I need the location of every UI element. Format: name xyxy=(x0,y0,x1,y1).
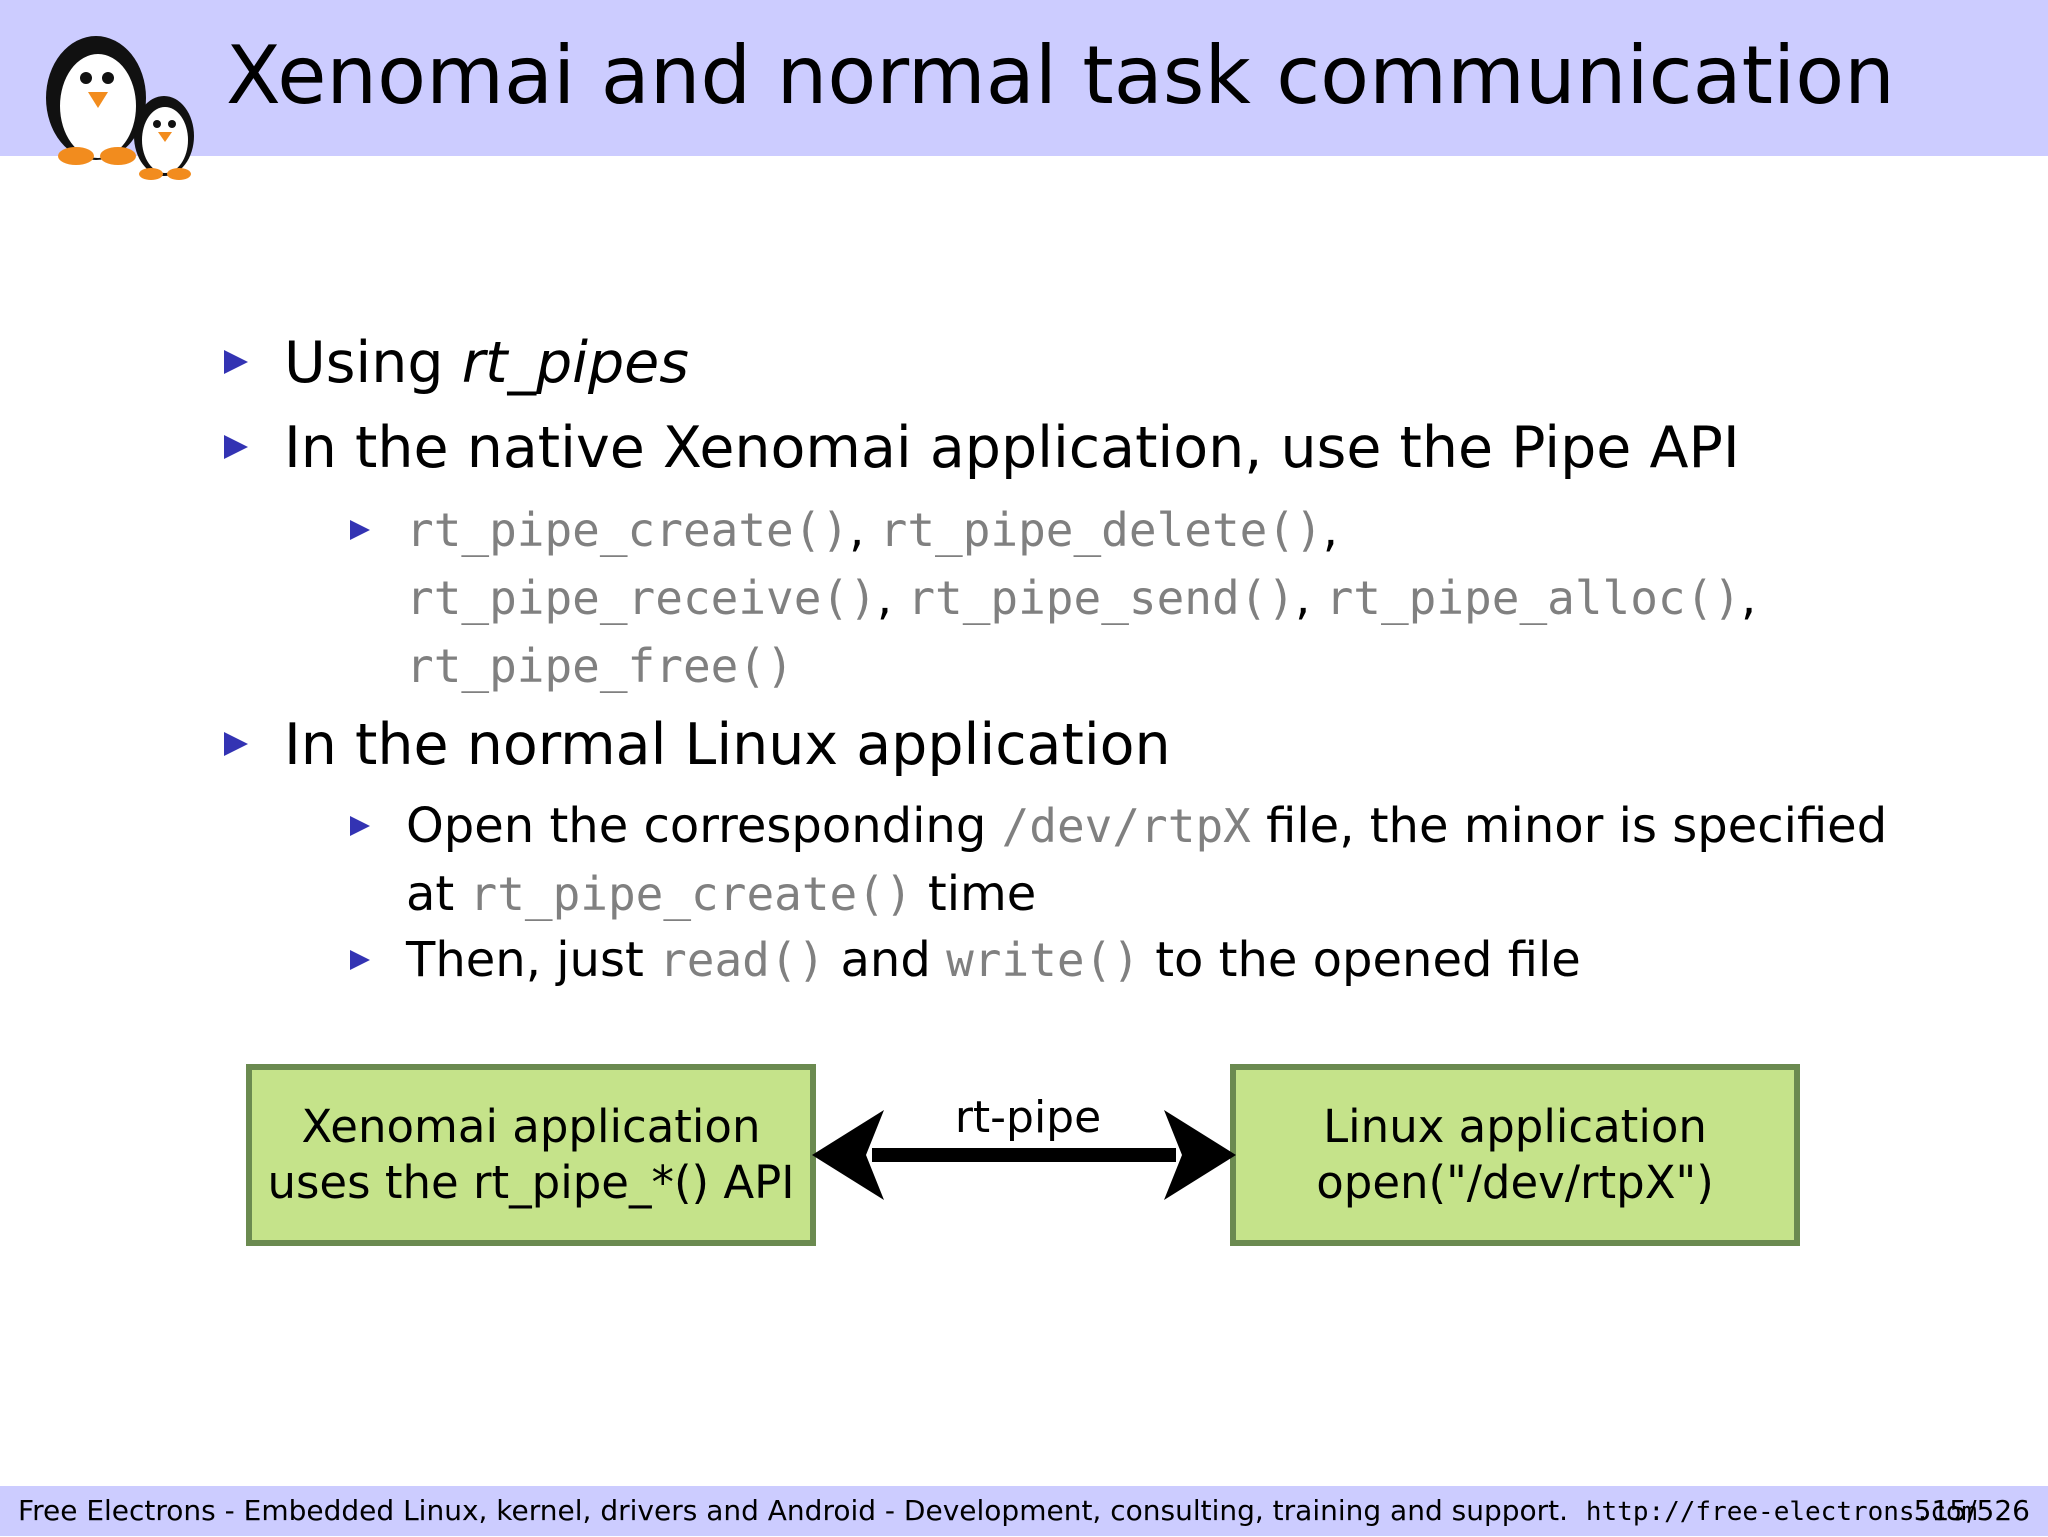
bullet-native-xenomai: In the native Xenomai application, use t… xyxy=(284,415,1740,481)
footer-text: Free Electrons - Embedded Linux, kernel,… xyxy=(18,1486,1977,1537)
bullet-using-rt-pipes: Using rt_pipes xyxy=(284,328,689,398)
pipe-api-line-2: rt_pipe_receive(), rt_pipe_send(), rt_pi… xyxy=(406,564,1756,632)
box-label: open("/dev/rtpX") xyxy=(1316,1156,1714,1209)
code-text: /dev/rtpX xyxy=(1001,799,1251,853)
bullet-normal-linux: In the normal Linux application xyxy=(284,712,1171,778)
rt-pipe-label: rt-pipe xyxy=(954,1092,1102,1143)
bullet-text: Using xyxy=(284,330,462,396)
separator: , xyxy=(1741,570,1757,626)
footer-url[interactable]: http://free-electrons.com xyxy=(1585,1497,1978,1527)
page-number: 515/526 xyxy=(1913,1494,2030,1527)
code-text: rt_pipe_receive() xyxy=(406,571,877,625)
footer-company-text: Free Electrons - Embedded Linux, kernel,… xyxy=(18,1494,1569,1527)
slide-footer: Free Electrons - Embedded Linux, kernel,… xyxy=(0,1486,2048,1536)
code-text: read() xyxy=(659,933,826,987)
separator: , xyxy=(876,570,908,626)
code-text: rt_pipe_alloc() xyxy=(1325,571,1741,625)
separator: , xyxy=(1295,570,1326,626)
pipe-api-line-3: rt_pipe_free() xyxy=(406,632,794,700)
bullet-arrow-icon xyxy=(224,350,248,374)
code-text: rt_pipe_send() xyxy=(907,571,1296,625)
code-text: write() xyxy=(946,933,1140,987)
sub-bullet-arrow-icon xyxy=(350,520,370,540)
bullet-text: Open the corresponding xyxy=(406,798,1002,854)
double-arrow-icon xyxy=(812,1110,1236,1200)
emphasis-text: rt_pipes xyxy=(461,330,689,396)
bullet-text: at xyxy=(406,866,470,922)
open-file-line-1: Open the corresponding /dev/rtpX file, t… xyxy=(406,792,1887,860)
box-label: uses the rt_pipe_*() API xyxy=(267,1156,795,1209)
separator: , xyxy=(1322,502,1338,558)
bullet-text: file, the minor is specified xyxy=(1250,798,1888,854)
bullet-text: Then, just xyxy=(406,932,660,988)
open-file-line-2: at rt_pipe_create() time xyxy=(406,860,1036,928)
box-label: Linux application xyxy=(1323,1100,1707,1153)
code-text: rt_pipe_create() xyxy=(469,867,913,921)
bullet-text: to the opened file xyxy=(1139,932,1581,988)
penguin-logo-icon xyxy=(46,36,194,180)
read-write-line: Then, just read() and write() to the ope… xyxy=(406,926,1581,994)
bullet-text: time xyxy=(912,866,1037,922)
bullet-text: and xyxy=(825,932,947,988)
separator: , xyxy=(849,502,880,558)
pipe-api-line-1: rt_pipe_create(), rt_pipe_delete(), xyxy=(406,496,1338,564)
code-text: rt_pipe_free() xyxy=(406,639,794,693)
bullet-arrow-icon xyxy=(224,732,248,756)
sub-bullet-arrow-icon xyxy=(350,816,370,836)
slide-title: Xenomai and normal task communication xyxy=(226,29,1895,122)
sub-bullet-arrow-icon xyxy=(350,950,370,970)
xenomai-application-box: Xenomai application uses the rt_pipe_*()… xyxy=(246,1064,816,1246)
box-label: Xenomai application xyxy=(301,1100,761,1153)
bullet-arrow-icon xyxy=(224,435,248,459)
code-text: rt_pipe_create() xyxy=(406,503,850,557)
code-text: rt_pipe_delete() xyxy=(879,503,1323,557)
linux-application-box: Linux application open("/dev/rtpX") xyxy=(1230,1064,1800,1246)
slide-header: Xenomai and normal task communication xyxy=(0,0,2048,180)
